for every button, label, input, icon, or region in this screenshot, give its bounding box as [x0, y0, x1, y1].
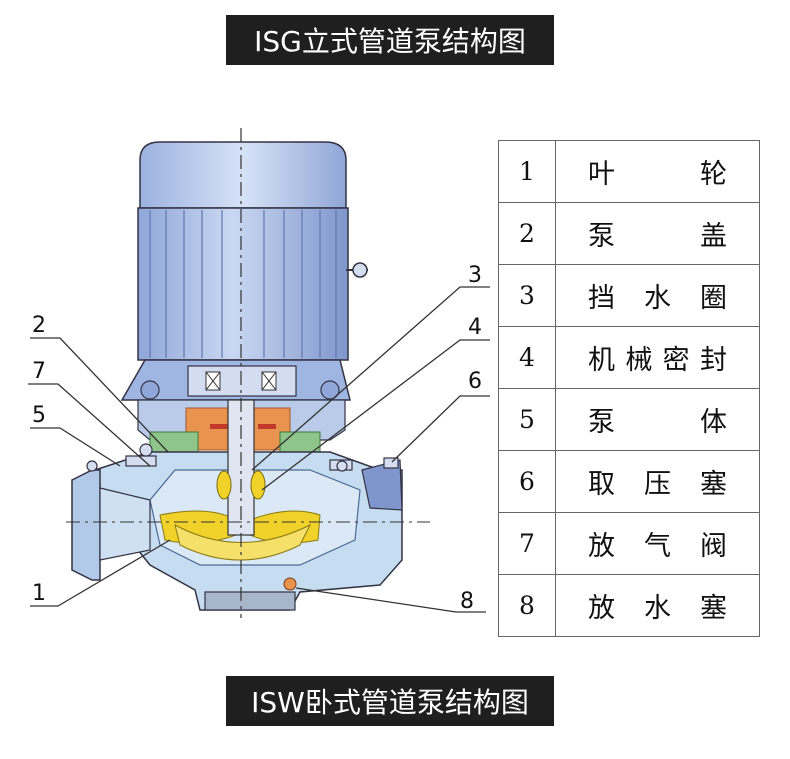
callout-5: 5: [32, 403, 46, 428]
part-name-text: 放水塞: [588, 593, 727, 624]
callout-labels: 2 7 5 1 3 4 6 8: [32, 263, 482, 614]
part-name: 放水塞: [555, 574, 760, 637]
callout-6: 6: [468, 369, 482, 394]
top-title: ISG立式管道泵结构图: [226, 15, 554, 65]
inlet-pipe: [99, 487, 151, 561]
part-name: 挡水圈: [555, 264, 760, 327]
callout-8: 8: [460, 589, 474, 614]
callout-4: 4: [468, 315, 482, 340]
callout-leaders: [28, 286, 490, 613]
part-name: 泵体: [555, 388, 760, 451]
drain-plug-icon: [283, 577, 297, 591]
motor-fins: [149, 210, 337, 358]
part-name: 叶轮: [555, 140, 760, 203]
part-name-text: 叶轮: [588, 159, 727, 190]
table-row: 6 取压塞: [498, 450, 760, 513]
part-name-text: 泵盖: [588, 221, 727, 252]
callout-3: 3: [468, 263, 482, 288]
bearing-icons: [205, 371, 277, 391]
motor-body: [137, 207, 349, 361]
part-name-text: 泵体: [588, 407, 727, 438]
part-name: 取压塞: [555, 450, 760, 513]
table-row: 5 泵体: [498, 388, 760, 451]
pump-base: [204, 591, 296, 611]
part-number: 3: [498, 264, 556, 327]
part-number: 2: [498, 202, 556, 265]
motor-fan-cover: [139, 141, 347, 209]
part-name-text: 挡水圈: [588, 283, 727, 314]
table-row: 3 挡水圈: [498, 264, 760, 327]
table-row: 4 机械密封: [498, 326, 760, 389]
inlet-flange: [71, 469, 101, 581]
table-row: 1 叶轮: [498, 140, 760, 203]
part-name: 放气阀: [555, 512, 760, 575]
part-number: 1: [498, 140, 556, 203]
bottom-title: ISW卧式管道泵结构图: [226, 676, 554, 726]
green-ring-left: [149, 431, 199, 455]
part-name-text: 机械密封: [588, 345, 727, 376]
callout-7: 7: [32, 359, 46, 384]
callout-1: 1: [32, 581, 46, 606]
seal-spring-icons: [216, 470, 266, 500]
impeller-hub: [174, 523, 312, 561]
callout-2: 2: [32, 313, 46, 338]
cover-bolts: [86, 443, 399, 472]
lifting-eye-icon: [346, 262, 368, 278]
table-row: 7 放气阀: [498, 512, 760, 575]
part-number: 4: [498, 326, 556, 389]
part-name-text: 取压塞: [588, 469, 727, 500]
part-number: 8: [498, 574, 556, 637]
part-name: 机械密封: [555, 326, 760, 389]
table-row: 2 泵盖: [498, 202, 760, 265]
part-number: 6: [498, 450, 556, 513]
parts-table: 1 叶轮 2 泵盖 3 挡水圈 4 机械密封 5 泵体 6 取压塞 7 放气阀 8 放水塞: [498, 140, 760, 637]
table-row: 8 放水塞: [498, 574, 760, 637]
part-number: 5: [498, 388, 556, 451]
part-name: 泵盖: [555, 202, 760, 265]
bearing-housing: [187, 365, 297, 397]
part-name-text: 放气阀: [588, 531, 727, 562]
part-number: 7: [498, 512, 556, 575]
seal-marks: [210, 424, 276, 429]
